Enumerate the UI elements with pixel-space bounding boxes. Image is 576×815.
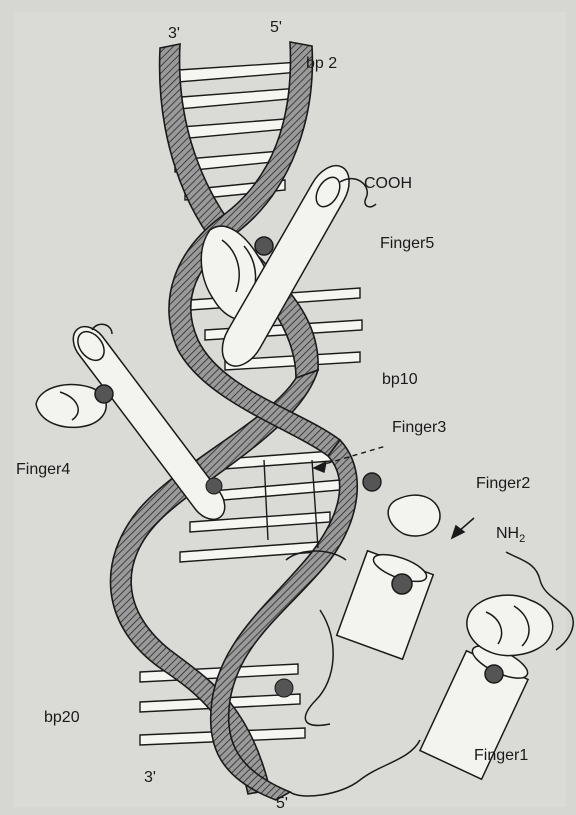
finger2-zinc-icon bbox=[392, 574, 412, 594]
label-finger2: Finger2 bbox=[476, 475, 530, 492]
finger4-zinc-icon bbox=[95, 385, 113, 403]
finger1-zinc-icon bbox=[485, 665, 503, 683]
label-bp2: bp 2 bbox=[306, 55, 337, 72]
label-3prime-bottom: 3' bbox=[144, 769, 156, 786]
label-5prime-top: 5' bbox=[270, 19, 282, 36]
label-finger5: Finger5 bbox=[380, 235, 434, 252]
label-finger3: Finger3 bbox=[392, 419, 446, 436]
zinc-ion-finger4-base-icon bbox=[206, 478, 222, 494]
label-finger1: Finger1 bbox=[474, 747, 528, 764]
finger5-zinc-icon bbox=[255, 237, 273, 255]
label-cooh: COOH bbox=[364, 175, 412, 192]
finger3-zinc-icon bbox=[363, 473, 381, 491]
label-3prime-top: 3' bbox=[168, 25, 180, 42]
zinc-ion-crossing-icon bbox=[275, 679, 293, 697]
label-5prime-bottom: 5' bbox=[276, 795, 288, 812]
label-bp20: bp20 bbox=[44, 709, 80, 726]
label-bp10: bp10 bbox=[382, 371, 418, 388]
label-finger4: Finger4 bbox=[16, 461, 70, 478]
